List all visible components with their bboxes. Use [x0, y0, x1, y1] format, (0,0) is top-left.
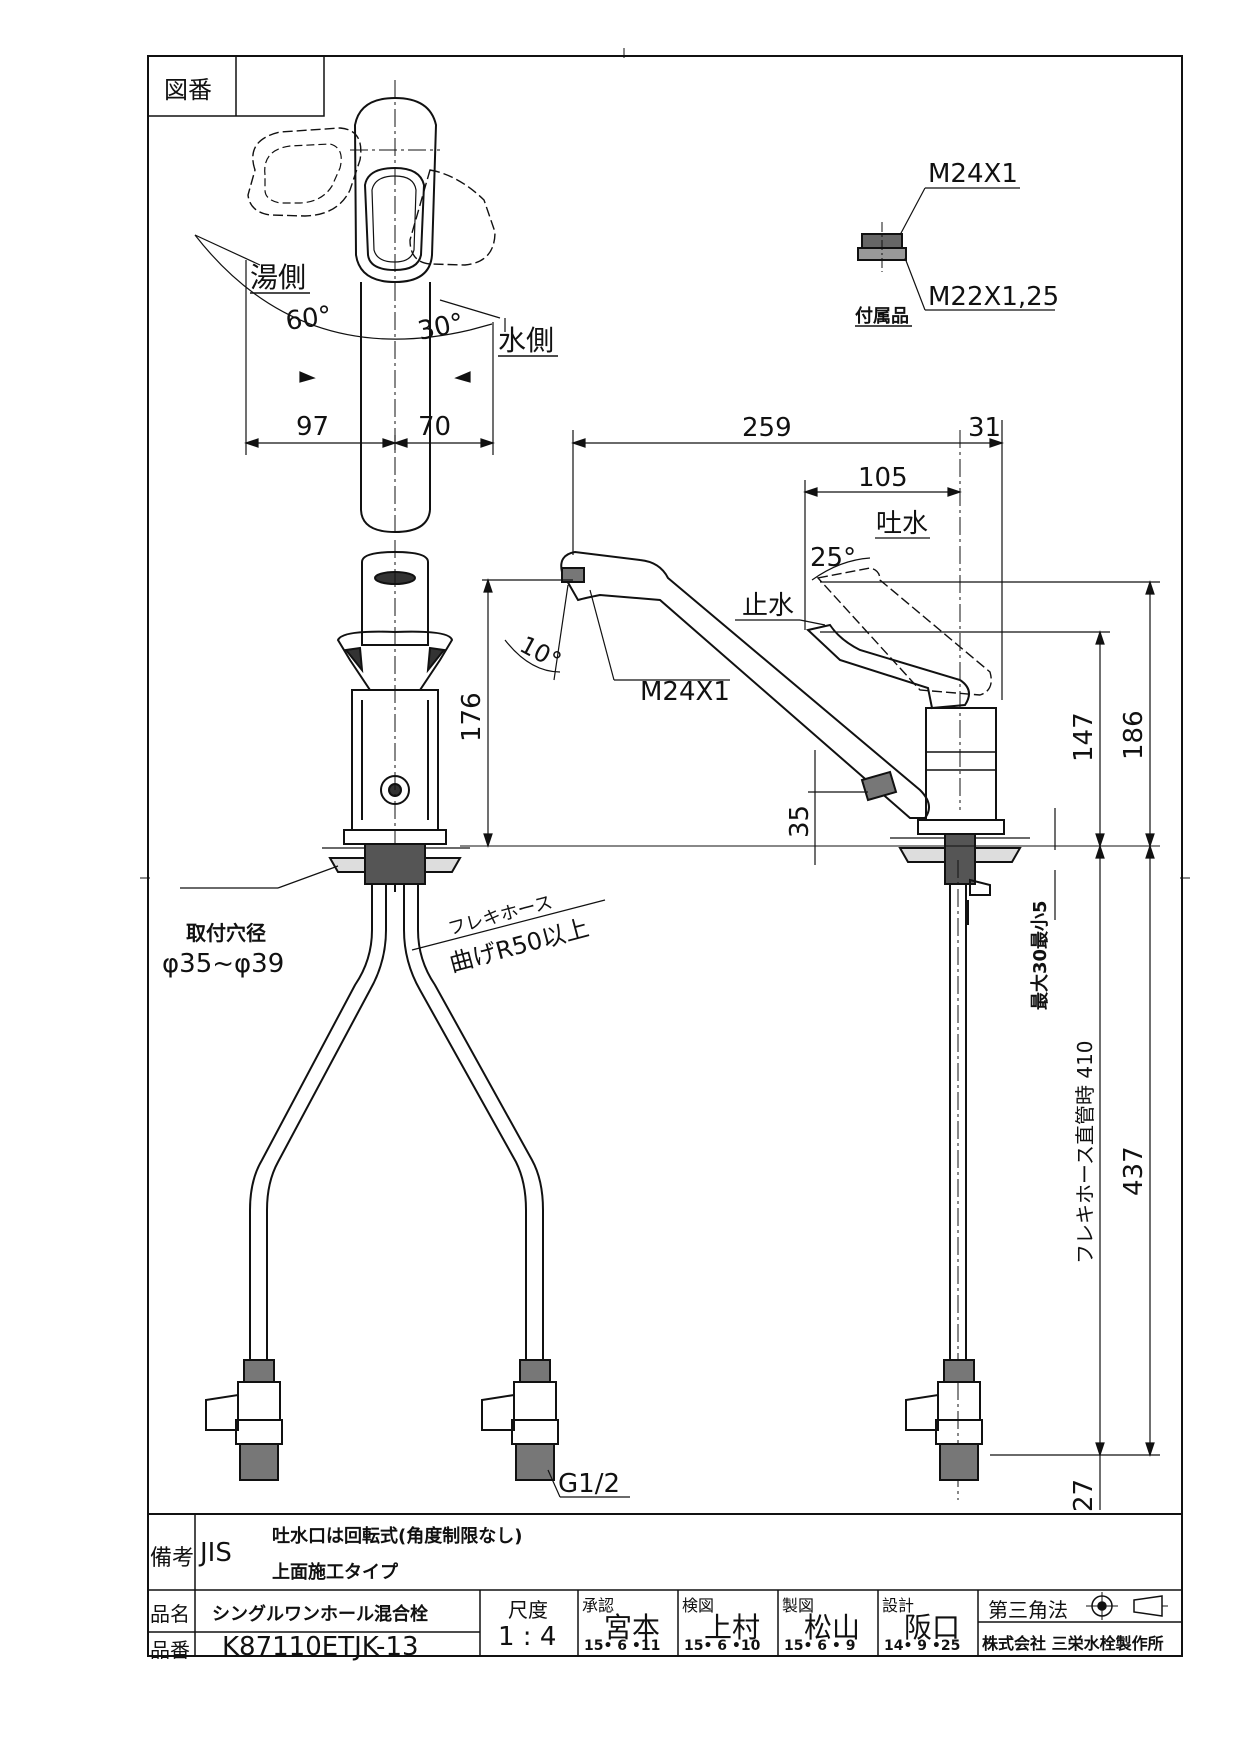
approval-date-1: 15• 6 •10 — [684, 1638, 761, 1654]
label-angle-25: 25° — [810, 543, 856, 573]
top-angle-arcs — [194, 234, 506, 455]
label-angle-10: 10° — [515, 631, 566, 676]
thread-m24-spout: M24X1 — [640, 677, 730, 707]
approval-role-0: 承認 — [582, 1596, 615, 1615]
third-angle-projection-icon — [1086, 1592, 1168, 1620]
drawing-frame — [147, 55, 1183, 1657]
note-rotating-spout: 吐水口は回転式(角度制限なし) — [272, 1526, 523, 1547]
dim-31: 31 — [968, 413, 1001, 443]
approval-name-3: 阪口 — [904, 1611, 961, 1644]
scale-value: 1 : 4 — [498, 1622, 557, 1652]
approval-name-1: 上村 — [704, 1611, 761, 1644]
biko-code: JIS — [200, 1538, 232, 1568]
product-number: K87110ETJK-13 — [222, 1632, 419, 1662]
hinmei-label: 品名 — [150, 1602, 190, 1626]
label-flex-straight: フレキホース直管時 410 — [1073, 1040, 1097, 1264]
label-angle-30: 30° — [415, 308, 466, 347]
thread-m24: M24X1 — [928, 159, 1018, 189]
approval-name-0: 宮本 — [604, 1611, 661, 1644]
zuban-label: 図番 — [164, 76, 212, 104]
dim-27: 27 — [1069, 1479, 1099, 1512]
dim-147: 147 — [1069, 712, 1099, 762]
dim-259: 259 — [742, 413, 792, 443]
label-angle-60: 60° — [284, 301, 334, 337]
side-dimensions — [460, 420, 1160, 1510]
label-max-min: 最大30最小5 — [1029, 900, 1051, 1010]
approval-name-2: 松山 — [804, 1611, 861, 1644]
company-name: 株式会社 三栄水栓製作所 — [982, 1634, 1164, 1653]
dim-70: 70 — [418, 412, 451, 442]
label-hot-side: 湯側 — [250, 261, 306, 294]
accessory-adapter — [857, 187, 1055, 311]
title-block-grid — [148, 1513, 1182, 1656]
scale-label: 尺度 — [508, 1598, 548, 1622]
product-name: シングルワンホール混合栓 — [212, 1604, 428, 1625]
thread-g12: G1/2 — [558, 1469, 620, 1499]
approval-role-3: 設計 — [882, 1596, 915, 1615]
dim-437: 437 — [1119, 1146, 1149, 1196]
dim-105: 105 — [858, 463, 908, 493]
dim-97: 97 — [296, 412, 329, 442]
projection-label: 第三角法 — [988, 1598, 1068, 1622]
mount-hole-value: φ35~φ39 — [162, 949, 284, 979]
label-stop-water: 止水 — [742, 591, 794, 621]
dim-186: 186 — [1119, 710, 1149, 760]
front-view — [180, 540, 630, 1498]
label-spout-water: 吐水 — [876, 509, 928, 539]
mount-hole-label: 取付穴径 — [186, 921, 266, 945]
hinban-label: 品番 — [150, 1638, 190, 1662]
approval-date-2: 15• 6 • 9 — [784, 1638, 856, 1654]
thread-m22: M22X1,25 — [928, 282, 1059, 312]
top-view — [247, 80, 496, 535]
label-cold-side: 水側 — [498, 324, 554, 357]
approval-role-2: 製図 — [782, 1596, 815, 1615]
label-accessory: 付属品 — [855, 305, 909, 327]
dim-176: 176 — [457, 692, 487, 742]
dim-35: 35 — [785, 805, 815, 838]
note-top-mount: 上面施工タイプ — [272, 1562, 398, 1583]
approval-date-3: 14• 9 •25 — [884, 1638, 961, 1654]
biko-label: 備考 — [150, 1546, 195, 1571]
approval-role-1: 検図 — [682, 1596, 715, 1615]
approval-date-0: 15• 6 •11 — [584, 1638, 661, 1654]
